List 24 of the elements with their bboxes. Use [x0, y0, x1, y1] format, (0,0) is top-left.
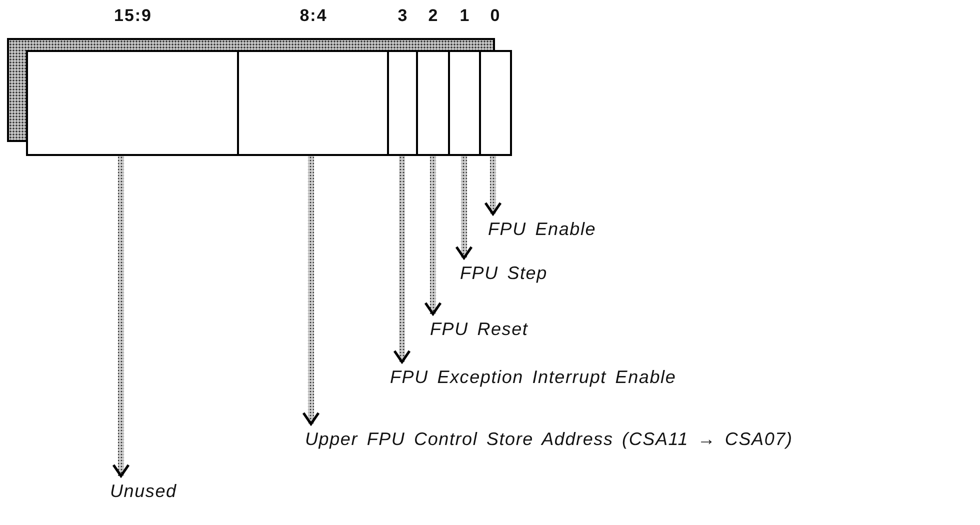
arrow [424, 156, 442, 316]
register-field [26, 50, 240, 156]
field-description: FPU Enable [488, 218, 596, 240]
field-description: FPU Reset [430, 318, 528, 340]
bit-range-label: 1 [460, 6, 470, 26]
register-field [237, 50, 390, 156]
bit-range-label: 3 [398, 6, 408, 26]
register-field [448, 50, 482, 156]
field-description: Upper FPU Control Store Address (CSA11 → CSA07) [305, 428, 793, 450]
field-description: FPU Step [460, 262, 548, 284]
arrow [455, 156, 473, 260]
register-field [387, 50, 419, 156]
register-field [416, 50, 451, 156]
arrow [393, 156, 411, 364]
bit-range-label: 0 [490, 6, 501, 26]
bit-range-label: 8:4 [300, 6, 328, 26]
field-description: Unused [110, 480, 177, 502]
arrow [484, 156, 502, 216]
arrow [302, 156, 320, 426]
register-field [479, 50, 512, 156]
bit-range-label: 15:9 [114, 6, 152, 26]
field-description: FPU Exception Interrupt Enable [390, 366, 676, 388]
arrow [112, 156, 130, 478]
bit-range-label: 2 [428, 6, 439, 26]
